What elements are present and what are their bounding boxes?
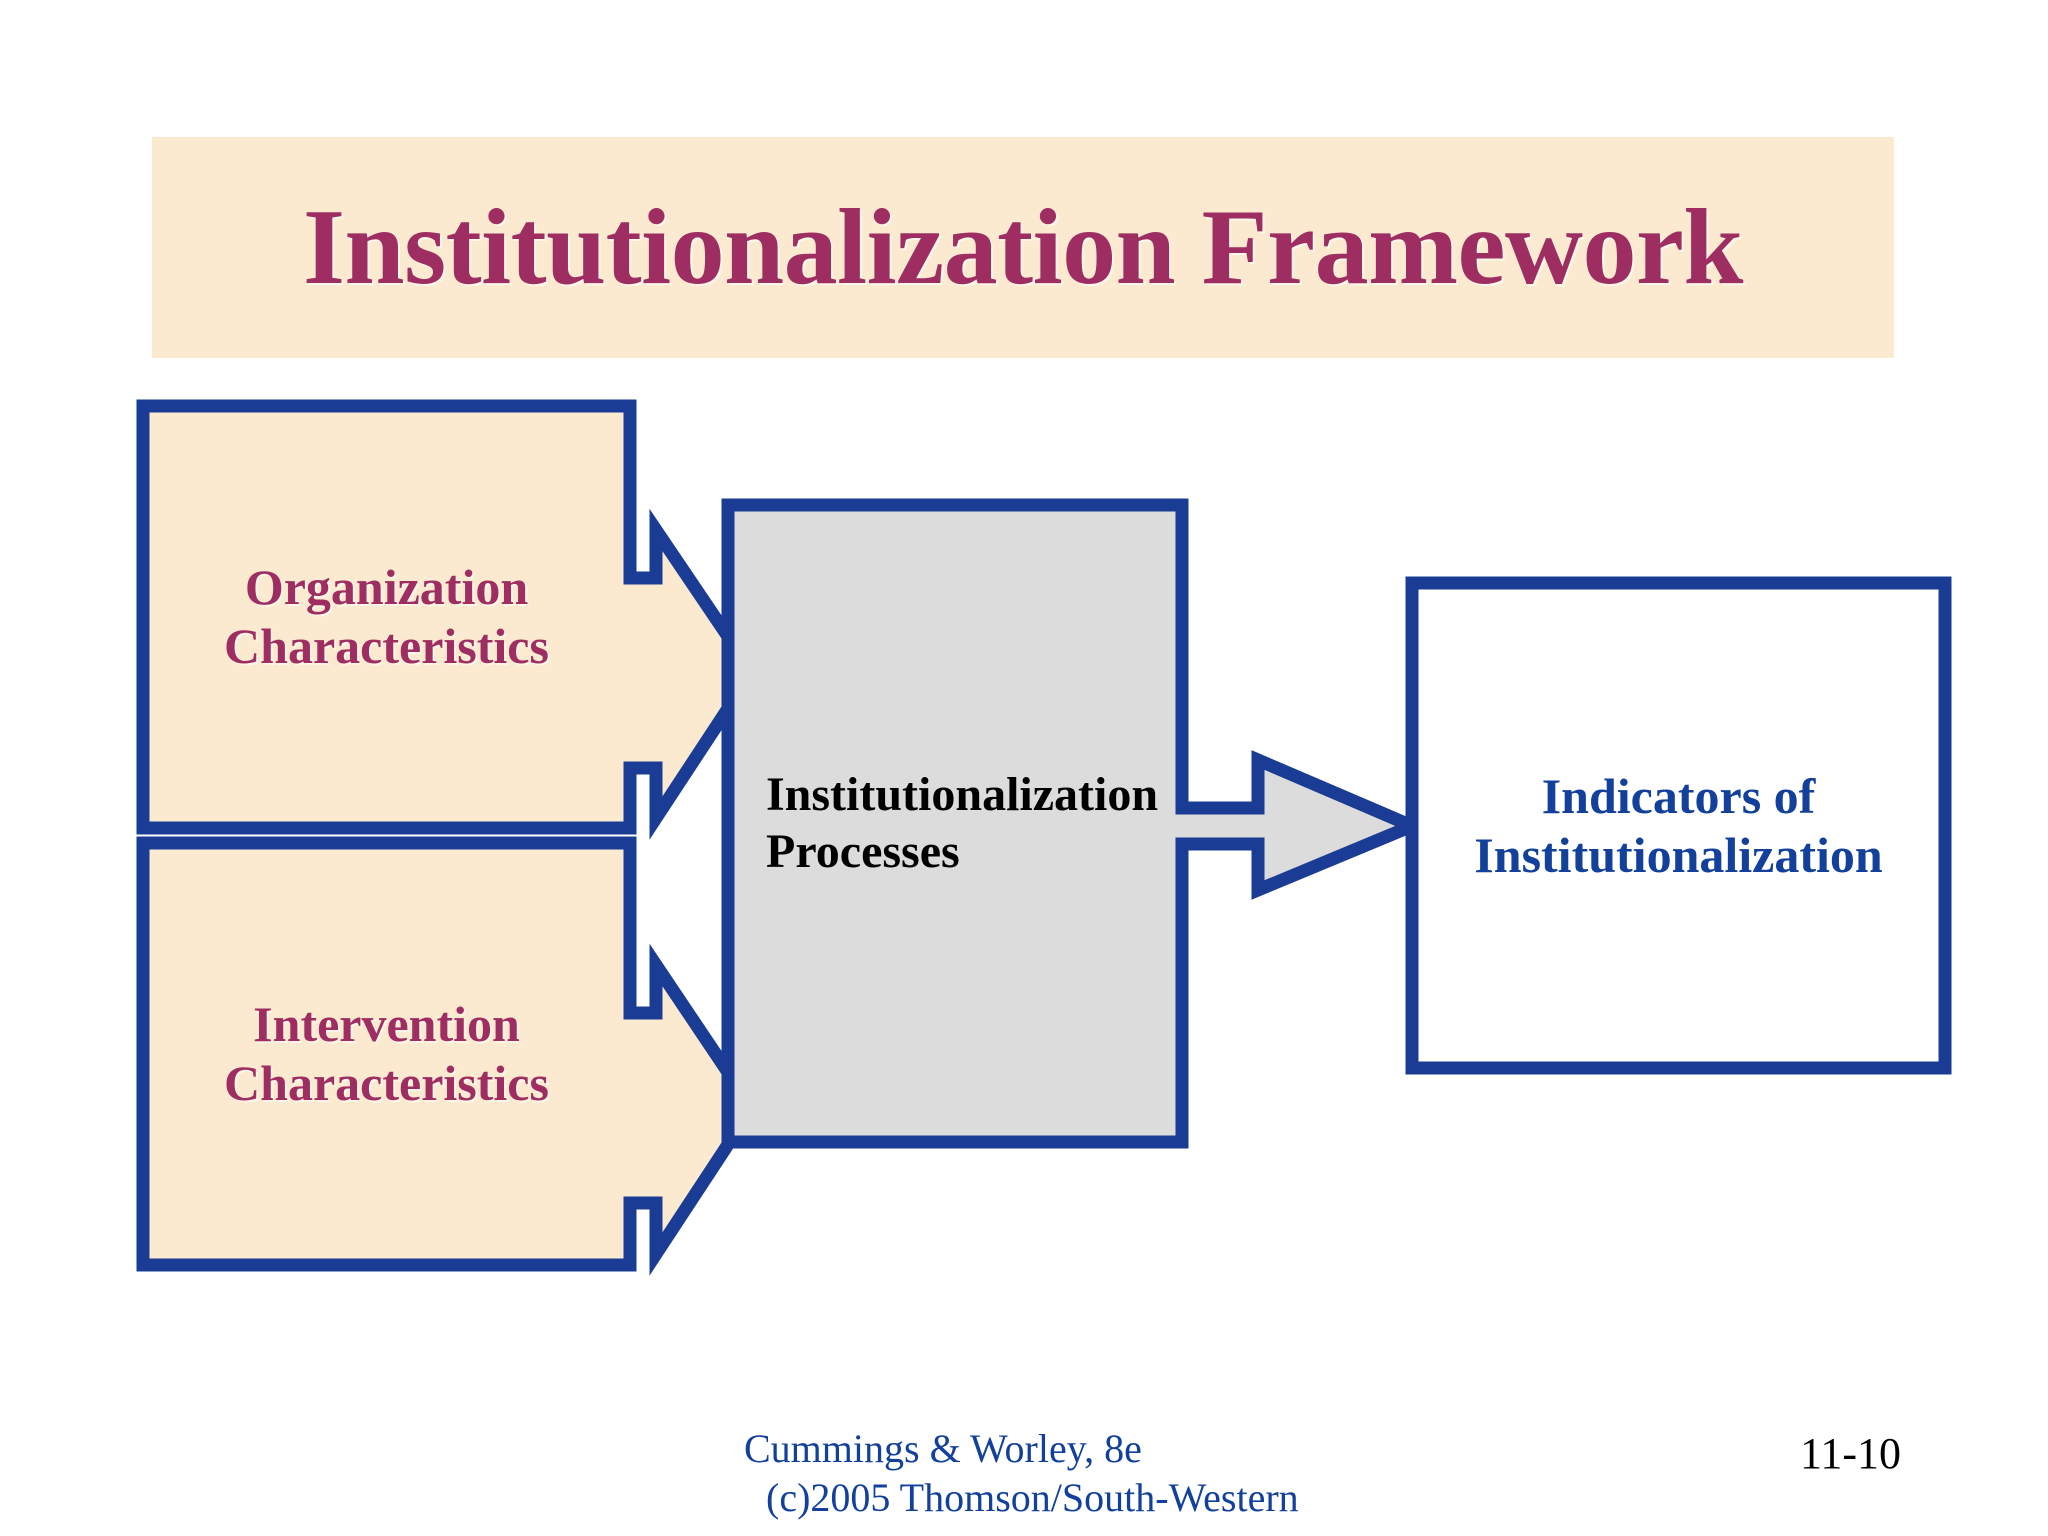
- title-banner: Institutionalization Framework: [152, 137, 1894, 358]
- indicators-of-institutionalization-box[interactable]: [1405, 576, 1952, 1075]
- footer-credit: Cummings & Worley, 8e (c)2005 Thomson/So…: [744, 1425, 1299, 1523]
- intervention-characteristics-shape[interactable]: [136, 836, 760, 1276]
- page-number: 11-10: [1800, 1429, 1902, 1478]
- footer-credit-line1: Cummings & Worley, 8e: [744, 1426, 1142, 1471]
- institutionalization-processes-shape[interactable]: [721, 498, 1429, 1149]
- page-title: Institutionalization Framework: [303, 187, 1743, 307]
- organization-characteristics-shape[interactable]: [136, 399, 760, 840]
- footer-credit-line2: (c)2005 Thomson/South-Western: [766, 1474, 1299, 1520]
